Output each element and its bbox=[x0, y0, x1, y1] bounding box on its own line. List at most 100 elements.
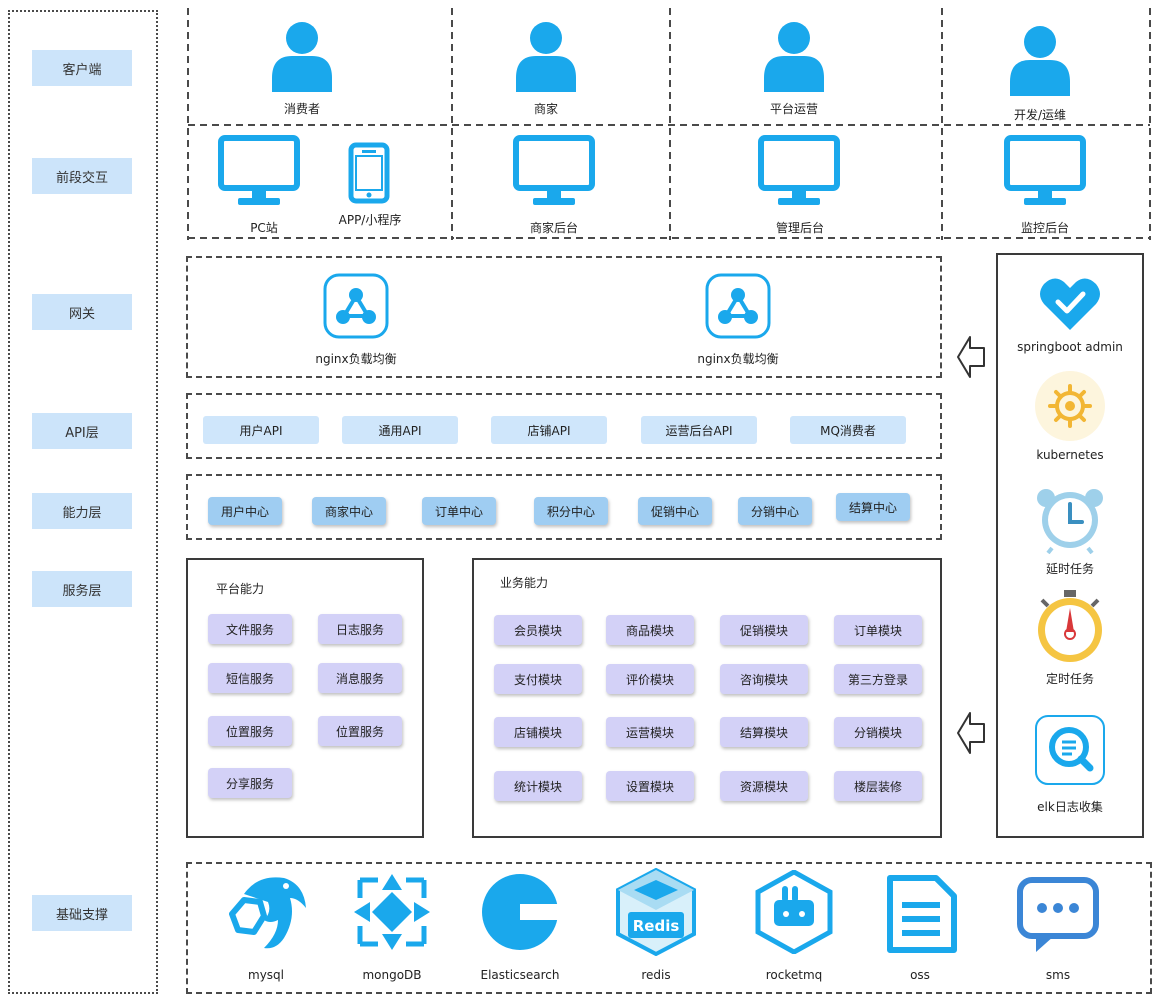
business-module-item: 设置模块 bbox=[606, 771, 694, 801]
business-module-item: 商品模块 bbox=[606, 615, 694, 645]
chat-bubble-icon bbox=[1017, 877, 1099, 952]
platform-service-item: 文件服务 bbox=[208, 614, 292, 644]
business-module-item: 订单模块 bbox=[834, 615, 922, 645]
person-icon bbox=[272, 22, 332, 92]
capability-user-center: 用户中心 bbox=[208, 497, 282, 525]
business-module-item: 评价模块 bbox=[606, 664, 694, 694]
log-search-icon bbox=[1035, 715, 1105, 785]
client-label-consumer: 消费者 bbox=[283, 102, 320, 116]
infra-label-redis: redis bbox=[641, 968, 671, 982]
left-arrow-icon bbox=[957, 712, 985, 754]
layer-label-client: 客户端 bbox=[32, 50, 132, 86]
frontend-label-app: APP/小程序 bbox=[338, 213, 402, 227]
network-icon bbox=[323, 273, 389, 339]
layer-label-infra: 基础支撑 bbox=[32, 895, 132, 931]
business-module-item: 支付模块 bbox=[494, 664, 582, 694]
platform-service-item: 短信服务 bbox=[208, 663, 292, 693]
business-module-item: 统计模块 bbox=[494, 771, 582, 801]
infra-label-elasticsearch: Elasticsearch bbox=[480, 968, 560, 982]
api-common: 通用API bbox=[342, 416, 458, 444]
monitor-icon bbox=[218, 135, 300, 205]
capability-settlement-center: 结算中心 bbox=[836, 493, 910, 521]
ops-label-delay-task: 延时任务 bbox=[1045, 562, 1094, 576]
client-label-devops: 开发/运维 bbox=[1013, 108, 1067, 122]
layer-label-api: API层 bbox=[32, 413, 132, 449]
api-ops-admin: 运营后台API bbox=[641, 416, 757, 444]
business-module-item: 资源模块 bbox=[720, 771, 808, 801]
frontend-label-pc: PC站 bbox=[250, 221, 278, 235]
platform-service-item: 消息服务 bbox=[318, 663, 402, 693]
platform-service-item: 分享服务 bbox=[208, 768, 292, 798]
frontend-label-monitor-admin: 监控后台 bbox=[1020, 221, 1069, 235]
elasticsearch-icon bbox=[482, 874, 560, 950]
gateway-layer bbox=[186, 256, 942, 378]
client-label-platform-ops: 平台运营 bbox=[769, 102, 818, 116]
document-icon bbox=[887, 875, 957, 953]
business-panel-title: 业务能力 bbox=[500, 576, 549, 590]
api-user: 用户API bbox=[203, 416, 319, 444]
mysql-dolphin-icon bbox=[229, 877, 306, 949]
monitor-icon bbox=[513, 135, 595, 205]
redis-icon: Redis bbox=[616, 868, 696, 956]
capability-points-center: 积分中心 bbox=[534, 497, 608, 525]
business-module-item: 第三方登录 bbox=[834, 664, 922, 694]
gateway-label-2: nginx负载均衡 bbox=[697, 352, 779, 366]
infra-label-rocketmq: rocketmq bbox=[765, 968, 823, 982]
business-module-item: 促销模块 bbox=[720, 615, 808, 645]
heart-check-icon bbox=[1040, 278, 1100, 330]
business-module-item: 会员模块 bbox=[494, 615, 582, 645]
alarm-clock-icon bbox=[1037, 489, 1103, 554]
phone-icon bbox=[348, 142, 390, 204]
api-mq-consumer: MQ消费者 bbox=[790, 416, 906, 444]
layer-column bbox=[8, 10, 158, 994]
layer-label-capability: 能力层 bbox=[32, 493, 132, 529]
capability-order-center: 订单中心 bbox=[422, 497, 496, 525]
person-icon bbox=[1010, 26, 1070, 96]
redis-logo-text: Redis bbox=[633, 917, 680, 935]
person-icon bbox=[764, 22, 824, 92]
business-module-item: 店铺模块 bbox=[494, 717, 582, 747]
business-module-item: 结算模块 bbox=[720, 717, 808, 747]
api-shop: 店铺API bbox=[491, 416, 607, 444]
business-capability-panel bbox=[472, 558, 942, 838]
capability-layer bbox=[186, 474, 942, 540]
stopwatch-icon bbox=[1038, 590, 1102, 662]
network-icon bbox=[705, 273, 771, 339]
frontend-label-management-admin: 管理后台 bbox=[775, 221, 824, 235]
layer-label-frontend: 前段交互 bbox=[32, 158, 132, 194]
business-module-item: 分销模块 bbox=[834, 717, 922, 747]
monitor-icon bbox=[1004, 135, 1086, 205]
mongodb-icon bbox=[354, 874, 430, 950]
platform-service-item: 日志服务 bbox=[318, 614, 402, 644]
ops-label-kubernetes: kubernetes bbox=[1036, 448, 1104, 462]
person-icon bbox=[516, 22, 576, 92]
ops-label-springboot-admin: springboot admin bbox=[1017, 340, 1123, 354]
frontend-label-merchant-admin: 商家后台 bbox=[529, 221, 578, 235]
client-section bbox=[186, 8, 1152, 240]
monitor-icon bbox=[758, 135, 840, 205]
capability-distribution-center: 分销中心 bbox=[738, 497, 812, 525]
platform-capability-panel bbox=[186, 558, 424, 838]
rocketmq-icon bbox=[755, 870, 833, 954]
platform-service-item: 位置服务 bbox=[318, 716, 402, 746]
business-module-item: 运营模块 bbox=[606, 717, 694, 747]
infra-label-oss: oss bbox=[910, 968, 930, 982]
helm-wheel-icon bbox=[1035, 371, 1105, 441]
layer-label-service: 服务层 bbox=[32, 571, 132, 607]
infra-label-sms: sms bbox=[1045, 968, 1071, 982]
client-label-merchant: 商家 bbox=[533, 102, 558, 116]
infra-label-mysql: mysql bbox=[248, 968, 284, 982]
business-module-item: 咨询模块 bbox=[720, 664, 808, 694]
capability-merchant-center: 商家中心 bbox=[312, 497, 386, 525]
gateway-label-1: nginx负载均衡 bbox=[315, 352, 397, 366]
capability-promotion-center: 促销中心 bbox=[638, 497, 712, 525]
ops-label-elk: elk日志收集 bbox=[1037, 800, 1103, 814]
ops-panel bbox=[996, 253, 1144, 838]
platform-service-item: 位置服务 bbox=[208, 716, 292, 746]
api-layer bbox=[186, 393, 942, 459]
infra-label-mongodb: mongoDB bbox=[362, 968, 422, 982]
business-module-item: 楼层装修 bbox=[834, 771, 922, 801]
layer-label-gateway: 网关 bbox=[32, 294, 132, 330]
left-arrow-icon bbox=[957, 336, 985, 378]
infra-layer bbox=[186, 862, 1152, 994]
